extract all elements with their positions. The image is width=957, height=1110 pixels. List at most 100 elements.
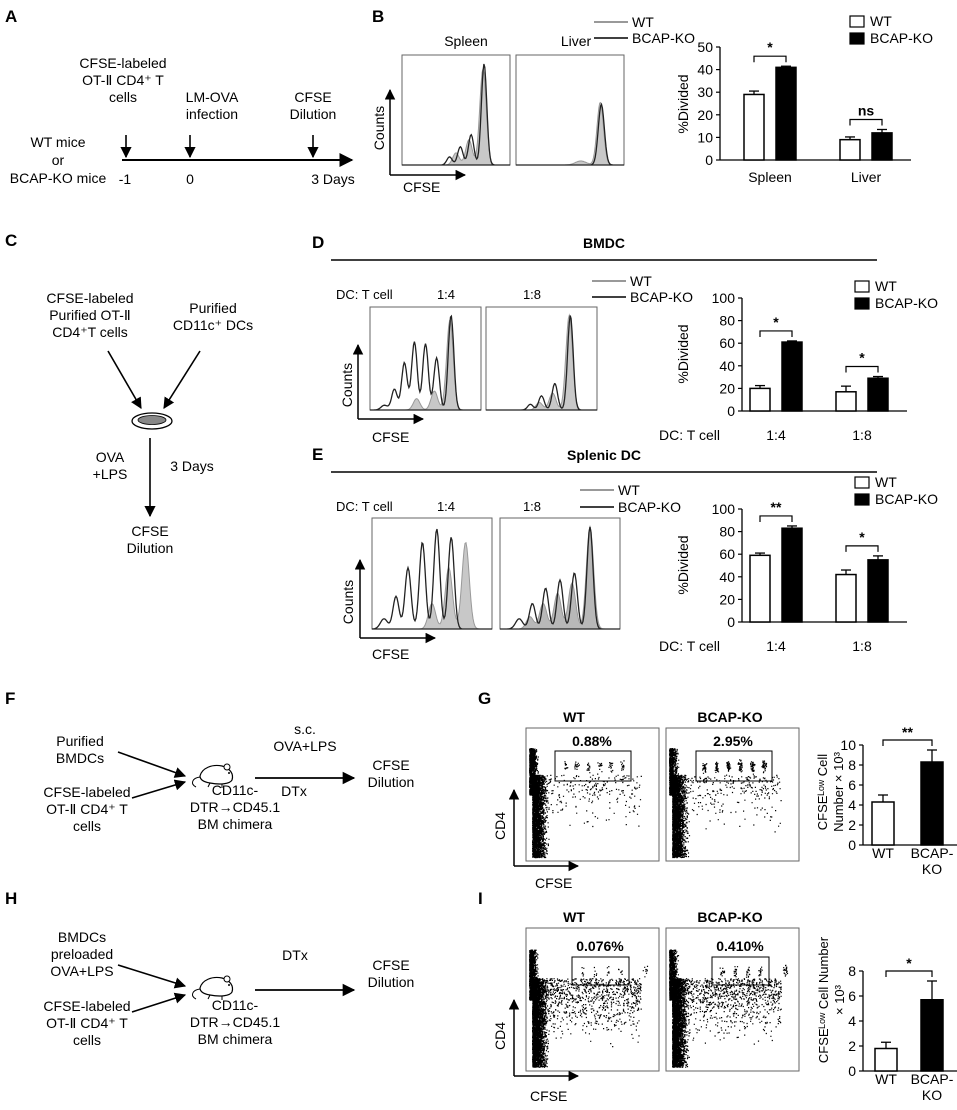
category-label: 1:8 — [852, 638, 872, 654]
legend-swatch — [849, 32, 865, 45]
panel-label-g: G — [478, 689, 491, 708]
i-xcat-ko: BCAP- — [911, 1071, 954, 1087]
i-gate-ko — [711, 956, 770, 986]
bar-ylabel: %Divided — [675, 535, 691, 594]
legend-label: WT — [870, 13, 892, 29]
bar — [775, 66, 797, 161]
c-out-label: CFSE — [131, 523, 168, 539]
bar — [781, 527, 803, 623]
c-cells-label-2: Purified OT-Ⅱ — [49, 307, 131, 323]
category-label: Spleen — [748, 169, 792, 185]
bar — [781, 341, 803, 412]
y-tick-label: 60 — [719, 335, 735, 351]
h-mouse-label-2: DTR→CD45.1 — [190, 1014, 280, 1030]
i-wt-title: WT — [563, 909, 585, 925]
bar — [867, 559, 889, 623]
g-cfse-label: CFSE — [535, 875, 572, 891]
h-out-label-2: Dilution — [368, 974, 415, 990]
i-cd4-label: CD4 — [492, 1022, 508, 1050]
d-ratio-2: 1:8 — [523, 287, 541, 302]
bar — [867, 377, 889, 412]
b-hist-liver-frame — [515, 54, 625, 166]
i-ko-title: BCAP-KO — [697, 909, 762, 925]
e-hist-1-4-ko — [371, 528, 492, 630]
b-counts-label: Counts — [371, 106, 387, 150]
h-bmdc-label: BMDCs — [58, 929, 106, 945]
panel-label-i: I — [478, 889, 483, 908]
y-tick-label: 100 — [712, 290, 736, 306]
significance-mark: ** — [771, 499, 782, 515]
b-liver-title: Liver — [561, 33, 592, 49]
dot-cloud — [529, 949, 649, 1068]
c-days-label: 3 Days — [170, 458, 214, 474]
panel-label-a: A — [5, 7, 17, 26]
significance-bracket — [759, 515, 793, 522]
bar-xlabel: DC: T cell — [659, 638, 720, 654]
c-dc-label-2: CD11c⁺ DCs — [173, 317, 253, 333]
d-ratio-label: DC: T cell — [336, 287, 393, 302]
b-legend-wt: WT — [632, 14, 654, 30]
y-tick-label: 2 — [848, 1038, 856, 1054]
c-dc-label: Purified — [189, 300, 236, 316]
d-legend: WT BCAP-KO — [592, 273, 693, 305]
y-tick-label: 20 — [697, 107, 713, 123]
y-tick-label: 4 — [848, 797, 856, 813]
a-cells-label-3: cells — [109, 89, 137, 105]
mouse-icon — [192, 763, 234, 788]
significance-bracket — [849, 118, 883, 126]
bar — [835, 573, 857, 623]
f-cells-label-2: OT-Ⅱ CD4⁺ T — [46, 801, 128, 817]
a-dilution-label-2: Dilution — [290, 106, 337, 122]
g-dotplot-ko — [669, 748, 782, 859]
c-arrow-dc — [163, 350, 201, 409]
significance-mark: * — [859, 529, 865, 545]
y-tick-label: 50 — [697, 39, 713, 55]
significance-mark: ** — [902, 724, 913, 740]
g-wt-title: WT — [563, 709, 585, 725]
a-time-0: 0 — [186, 171, 194, 187]
c-stim-label: OVA — [96, 449, 125, 465]
h-arrow-bmdc — [117, 964, 187, 989]
b-hist-spleen — [402, 68, 510, 166]
h-arrow-cells — [131, 992, 187, 1013]
legend-label: BCAP-KO — [870, 30, 933, 46]
a-infection-label: LM-OVA — [186, 89, 239, 105]
a-infection-label-2: infection — [186, 106, 238, 122]
b-spleen-title: Spleen — [444, 33, 488, 49]
a-mice-label-2: or — [52, 152, 65, 168]
g-pct-wt: 0.88% — [572, 733, 612, 749]
g-cd4-label: CD4 — [492, 812, 508, 840]
f-cells-label: CFSE-labeled — [43, 784, 130, 800]
y-tick-label: 10 — [697, 129, 713, 145]
i-pct-ko: 0.410% — [716, 938, 764, 954]
f-out-label-2: Dilution — [368, 774, 415, 790]
e-title: Splenic DC — [567, 447, 641, 463]
legend-label: BCAP-KO — [875, 295, 938, 311]
a-cells-label-2: OT-Ⅱ CD4⁺ T — [82, 72, 164, 88]
culture-dish-icon — [131, 412, 173, 430]
g-ylabel: CFSEᴸᵒʷ Cell — [815, 754, 830, 831]
b-legend-ko: BCAP-KO — [632, 30, 695, 46]
bar — [920, 999, 944, 1072]
d-hist-1-8-ko — [486, 315, 597, 411]
e-hist-1-8-ko — [500, 526, 620, 630]
i-xcat-wt: WT — [875, 1071, 897, 1087]
legend-swatch — [849, 15, 865, 28]
a-time-minus1: -1 — [119, 171, 132, 187]
significance-bracket — [845, 365, 879, 373]
dot-cloud — [669, 949, 789, 1068]
g-dotplot-wt-frame — [525, 727, 660, 862]
h-cells-label: CFSE-labeled — [43, 998, 130, 1014]
e-hist-1-8 — [500, 524, 620, 630]
e-ratio-2: 1:8 — [523, 499, 541, 514]
y-tick-label: 80 — [719, 524, 735, 540]
panel-label-e: E — [312, 445, 323, 464]
bar-ylabel: %Divided — [675, 74, 691, 133]
y-tick-label: 10 — [840, 737, 856, 753]
f-arrow-bmdc — [117, 751, 187, 778]
panel-label-c: C — [5, 231, 17, 250]
y-tick-label: 80 — [719, 313, 735, 329]
